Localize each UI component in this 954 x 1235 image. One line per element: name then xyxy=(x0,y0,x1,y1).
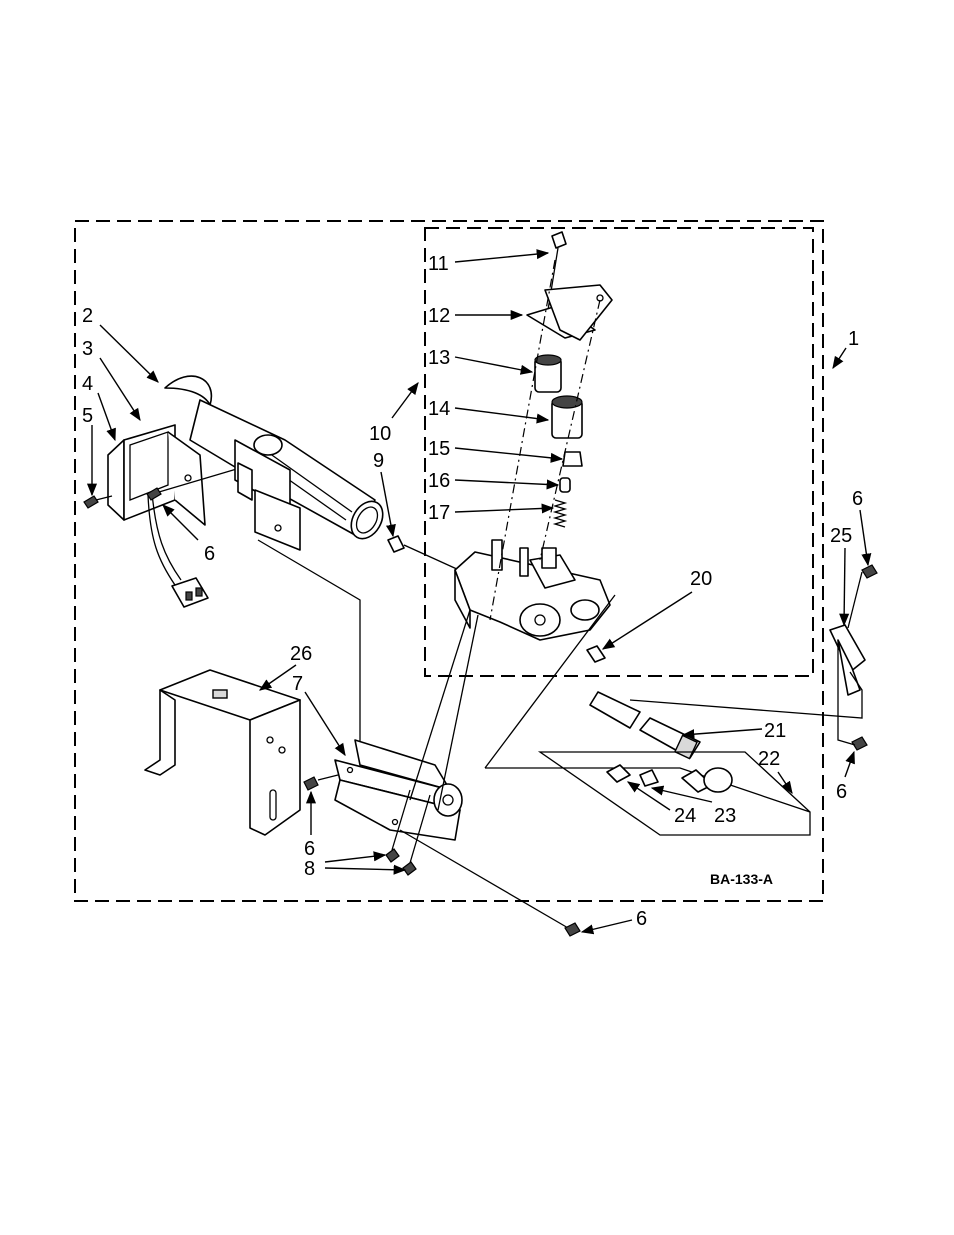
part-coil-13 xyxy=(535,355,561,392)
part-screw-6-right-top xyxy=(862,565,877,578)
valve-axis-dash-2 xyxy=(540,300,600,560)
part-frame-26 xyxy=(145,670,300,835)
leader-15 xyxy=(455,448,562,459)
leader-9 xyxy=(381,472,393,536)
part-bracket-25 xyxy=(830,572,865,695)
part-tube-21 xyxy=(590,672,862,759)
callout-23: 23 xyxy=(714,805,736,827)
leader-16 xyxy=(455,480,558,485)
callout-6-bottom: 6 xyxy=(636,908,647,930)
leader-25 xyxy=(844,548,845,625)
leader-17 xyxy=(455,508,553,512)
part-orifice-20 xyxy=(587,646,605,662)
bracket-to-screw-line xyxy=(400,830,575,932)
callout-21: 21 xyxy=(764,720,786,742)
callout-14: 14 xyxy=(428,398,450,420)
callout-6-right-bottom: 6 xyxy=(836,781,847,803)
callout-25: 25 xyxy=(830,525,852,547)
callout-3: 3 xyxy=(82,338,93,360)
part-screw-6-bottom xyxy=(565,923,580,936)
part-coil-14 xyxy=(552,396,582,438)
callout-5: 5 xyxy=(82,405,93,427)
leader-22 xyxy=(778,772,792,793)
callout-13: 13 xyxy=(428,347,450,369)
callout-8: 8 xyxy=(304,858,315,880)
diagram-code: BA-133-A xyxy=(710,871,773,887)
part-gas-valve-10 xyxy=(455,540,610,640)
leader-13 xyxy=(455,357,532,372)
callout-10: 10 xyxy=(369,423,391,445)
leader-6-right-top xyxy=(860,510,868,565)
callout-17: 17 xyxy=(428,502,450,524)
part-screw-6-bracket xyxy=(304,775,338,790)
leader-21 xyxy=(683,729,762,735)
leader-6-bottom xyxy=(582,920,632,932)
callout-11: 11 xyxy=(428,253,449,275)
leader-24 xyxy=(628,782,670,810)
callout-9: 9 xyxy=(373,450,384,472)
callout-1: 1 xyxy=(848,328,859,350)
callout-2: 2 xyxy=(82,305,93,327)
callout-15: 15 xyxy=(428,438,450,460)
callout-6-left: 6 xyxy=(204,543,215,565)
leader-1 xyxy=(833,348,846,368)
callout-6-frame: 6 xyxy=(304,838,315,860)
part-spring-17 xyxy=(555,500,565,527)
part-plunger-16 xyxy=(560,478,570,492)
callout-22: 22 xyxy=(758,748,780,770)
callout-4: 4 xyxy=(82,373,93,395)
leader-7 xyxy=(305,692,345,755)
callout-12: 12 xyxy=(428,305,450,327)
callout-6-right-top: 6 xyxy=(852,488,863,510)
leader-6-right-bottom xyxy=(845,752,854,777)
leader-3 xyxy=(100,358,140,420)
leader-20 xyxy=(603,592,692,649)
leader-8b xyxy=(325,868,405,870)
callout-26: 26 xyxy=(290,643,312,665)
leader-2 xyxy=(100,325,158,382)
leader-10 xyxy=(392,383,418,418)
part-cap-15 xyxy=(563,452,582,466)
leader-26 xyxy=(260,665,296,690)
callout-24: 24 xyxy=(674,805,696,827)
leader-14 xyxy=(455,408,548,420)
leader-4 xyxy=(98,393,115,440)
valve-to-bracket-line-a xyxy=(410,610,470,800)
callout-16: 16 xyxy=(428,470,450,492)
leader-8a xyxy=(325,855,385,862)
part-bracket-7 xyxy=(335,740,462,840)
callout-7: 7 xyxy=(292,673,303,695)
valve-to-bracket-line-b xyxy=(438,615,478,810)
part-bracket-12 xyxy=(527,285,612,340)
leader-11 xyxy=(455,253,548,262)
callout-20: 20 xyxy=(690,568,712,590)
